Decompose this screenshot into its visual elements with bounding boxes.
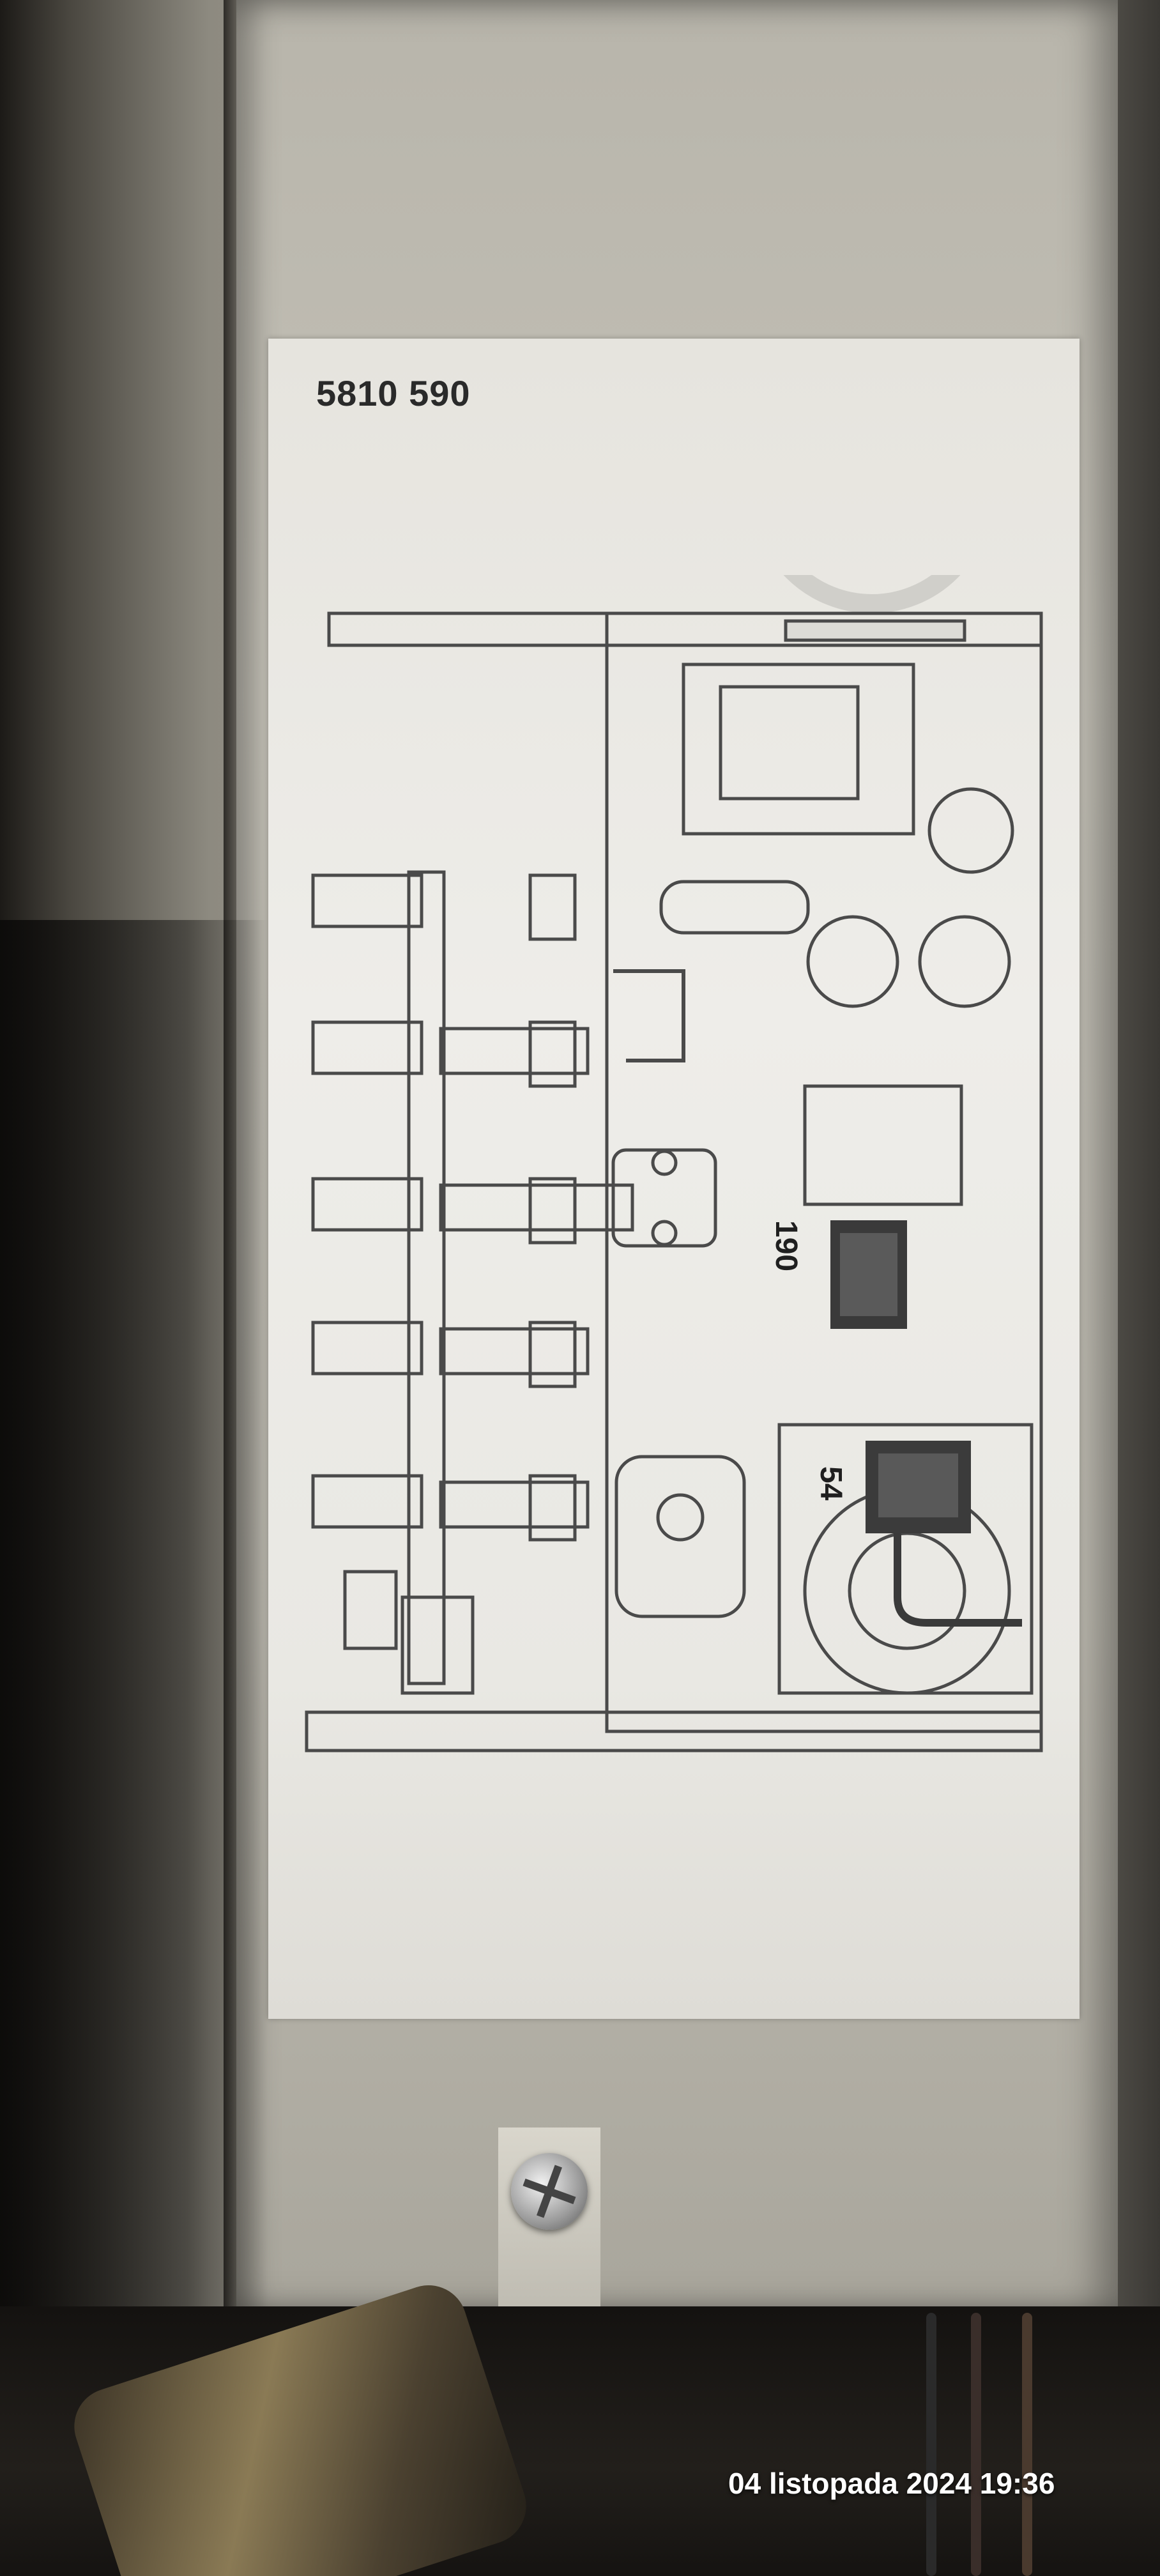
cable [926, 2313, 936, 2576]
chassis-frame [605, 611, 1043, 1733]
knob-circle [927, 787, 1014, 874]
cast-shadow [0, 920, 268, 2326]
part-number-label: 5810 590 [316, 373, 471, 413]
cable [1022, 2313, 1032, 2576]
label-54: 54 [814, 1466, 848, 1501]
pressure-box [803, 1084, 963, 1206]
screw-icon [511, 2153, 588, 2230]
manifold-pipe [407, 870, 446, 1685]
cable [971, 2313, 981, 2576]
transformer-box [682, 663, 915, 836]
tap-rows [311, 873, 634, 1542]
boiler-schematic: 190 54 [305, 575, 1043, 1752]
photo-timestamp: 04 listopada 2024 19:36 [728, 2467, 1055, 2500]
label-190: 190 [769, 1220, 803, 1271]
bottom-rail [305, 1710, 1043, 1752]
